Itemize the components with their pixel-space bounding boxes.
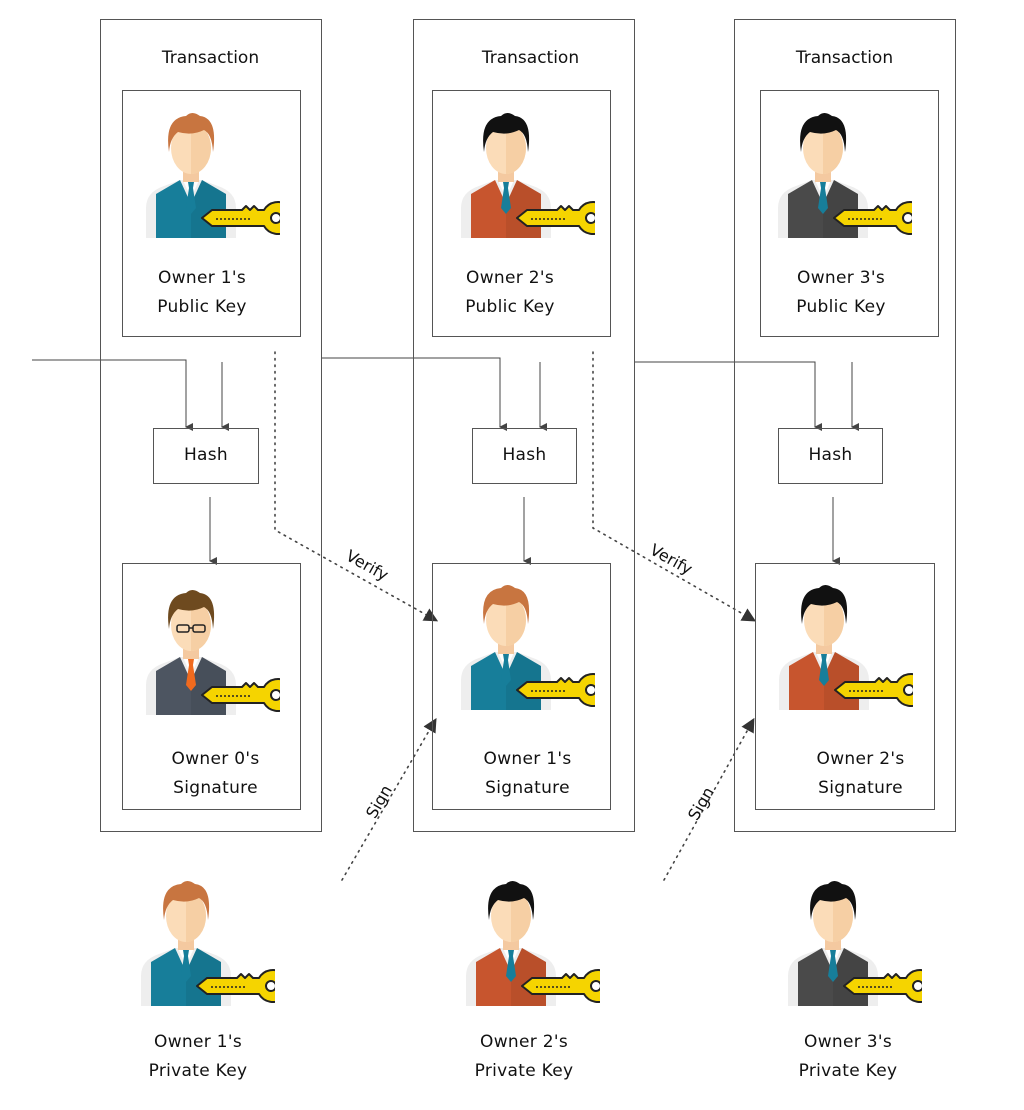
public-key-text: Public Key	[465, 297, 555, 317]
private-key-owner: Owner 1's	[154, 1032, 242, 1052]
public-key-owner: Owner 3's	[797, 268, 885, 288]
public-key-box-1	[122, 90, 301, 337]
private-key-text: Private Key	[148, 1061, 248, 1081]
owner-1-signature-icon	[455, 580, 610, 710]
transaction-box-2	[413, 19, 635, 832]
private-key-owner: Owner 2's	[480, 1032, 568, 1052]
owner-0-signature-icon	[140, 585, 295, 715]
sign-line-2	[663, 717, 755, 881]
person-icon	[146, 113, 295, 238]
person-icon	[146, 590, 295, 715]
owner-2-public-key-icon	[455, 108, 610, 238]
person-icon	[461, 585, 610, 710]
signature-text: Signature	[173, 778, 258, 798]
private-key-owner: Owner 3's	[804, 1032, 892, 1052]
owner-1-private-key-icon	[135, 876, 290, 1006]
private-key-text: Private Key	[474, 1061, 574, 1081]
owner-1-public-key-icon	[140, 108, 295, 238]
transaction-title-1: Transaction	[161, 48, 260, 68]
person-icon	[461, 113, 610, 238]
sign-line-1	[341, 717, 437, 881]
public-key-owner: Owner 2's	[466, 268, 554, 288]
public-key-text: Public Key	[796, 297, 886, 317]
verify-line-1	[274, 351, 439, 622]
owner-3-private-key-icon	[782, 876, 937, 1006]
transaction-box-3	[734, 19, 956, 832]
owner-3-public-key-icon	[772, 108, 927, 238]
public-key-owner: Owner 1's	[158, 268, 246, 288]
chain-line-1	[321, 357, 507, 431]
person-icon	[466, 881, 615, 1006]
signature-box-1	[122, 563, 301, 810]
hash-box-3: Hash	[778, 428, 883, 484]
person-icon	[778, 113, 927, 238]
signature-text: Signature	[485, 778, 570, 798]
owner-2-private-key-icon	[460, 876, 615, 1006]
signature-owner: Owner 0's	[171, 749, 260, 769]
signature-owner: Owner 1's	[483, 749, 572, 769]
hash-label-2: Hash	[502, 445, 547, 465]
transaction-box-1	[100, 19, 322, 832]
owner-2-signature-icon	[773, 580, 928, 710]
hash-label-1: Hash	[183, 445, 229, 465]
public-key-box-2	[432, 90, 611, 337]
person-icon	[788, 881, 937, 1006]
person-icon	[141, 881, 290, 1006]
signature-text: Signature	[818, 778, 903, 798]
hash-box-1: Hash	[153, 428, 259, 484]
transaction-title-3: Transaction	[795, 48, 894, 68]
signature-box-2	[432, 563, 611, 810]
verify-line-2	[592, 351, 757, 622]
public-key-box-3	[760, 90, 939, 337]
signature-box-3	[755, 563, 935, 810]
public-key-text: Public Key	[157, 297, 247, 317]
person-icon	[779, 585, 928, 710]
signature-owner: Owner 2's	[816, 749, 905, 769]
hash-label-3: Hash	[808, 445, 853, 465]
chain-line-2	[634, 361, 822, 431]
private-key-text: Private Key	[798, 1061, 898, 1081]
glasses-icon	[176, 624, 206, 633]
chain-line-0	[32, 359, 193, 431]
transaction-title-2: Transaction	[481, 48, 580, 68]
key-icon	[201, 678, 295, 712]
hash-box-2: Hash	[472, 428, 577, 484]
